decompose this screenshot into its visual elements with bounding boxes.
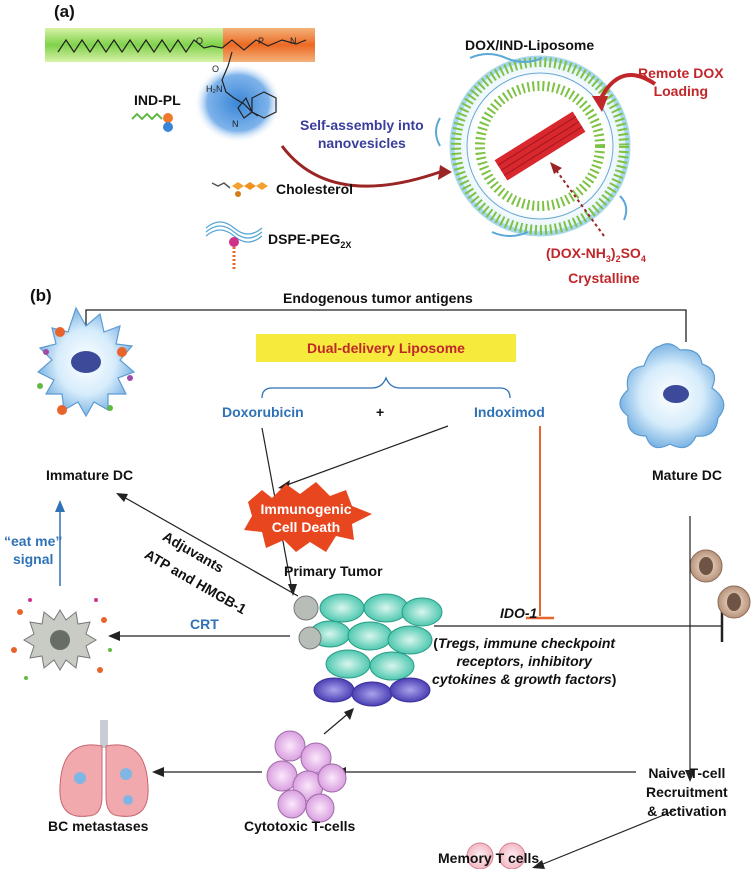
crystal-line2: Crystalline — [568, 269, 640, 286]
self-assembly-label: Self-assembly into nanovesicles — [300, 116, 424, 152]
naive-t-cell-label: Naive T-cell Recruitment & activation — [646, 764, 728, 821]
icd-line2: Cell Death — [271, 519, 341, 535]
crt-dc-icon — [11, 598, 112, 680]
endogenous-antigens-label: Endogenous tumor antigens — [283, 290, 473, 306]
mature-dc-icon — [619, 343, 725, 449]
doxorubicin-label: Doxorubicin — [222, 404, 304, 420]
eat-me-line1: “eat me” — [4, 533, 63, 549]
ind-pl-molecule: O O H₂N P N N — [45, 28, 315, 143]
naive-t-cell-icon — [689, 549, 751, 619]
icd-label: Immunogenic Cell Death — [258, 500, 354, 536]
remote-dox-label: Remote DOX Loading — [638, 64, 724, 100]
panel-b-graphics — [11, 306, 751, 869]
cholesterol-label: Cholesterol — [276, 181, 354, 197]
tregs-line1: Tregs, immune checkpoint — [437, 635, 616, 651]
self-assembly-line1: Self-assembly into — [300, 117, 424, 133]
remote-dox-line1: Remote DOX — [638, 65, 724, 81]
ind-pl-icon — [131, 112, 173, 132]
primary-tumor-icon — [293, 593, 443, 707]
mature-dc-label: Mature DC — [652, 467, 723, 483]
dspe-peg-icon — [205, 221, 263, 270]
eat-me-label: “eat me” signal — [4, 532, 62, 568]
naive-line1: Naive T-cell — [648, 765, 726, 781]
liposome-brace — [261, 376, 511, 399]
svg-text:O: O — [196, 36, 203, 46]
dspe-peg-text: DSPE-PEG — [268, 231, 341, 247]
indoximod-label: Indoximod — [474, 404, 545, 420]
tregs-line3: cytokines & growth factors — [432, 671, 612, 687]
svg-text:P: P — [258, 36, 264, 46]
liposome-icon — [435, 53, 631, 237]
plus-sign: + — [376, 404, 385, 420]
self-assembly-line2: nanovesicles — [317, 135, 406, 151]
crystalline-label: (DOX-NH3)2SO4 Crystalline — [546, 244, 646, 288]
liposome-title: DOX/IND-Liposome — [465, 37, 595, 53]
dspe-peg-subscript: 2X — [340, 239, 352, 250]
naive-line2: Recruitment — [646, 784, 728, 800]
naive-line3: & activation — [647, 803, 727, 819]
eat-me-line2: signal — [12, 551, 54, 567]
naive-to-memory-arrow — [537, 809, 677, 867]
tregs-label: (Tregs, immune checkpoint receptors, inh… — [432, 635, 617, 687]
remote-dox-line2: Loading — [653, 83, 708, 99]
cholesterol-icon — [211, 182, 268, 197]
dual-delivery-label: Dual-delivery Liposome — [307, 340, 465, 356]
ido1-label: IDO-1 — [500, 605, 538, 621]
ind-pl-label: IND-PL — [134, 92, 181, 108]
crystalline-arrow — [555, 169, 605, 237]
crt-label: CRT — [190, 616, 219, 632]
svg-text:H₂N: H₂N — [206, 84, 223, 94]
icd-line1: Immunogenic — [260, 501, 352, 517]
panel-b-tag: (b) — [30, 286, 52, 305]
dspe-peg-label: DSPE-PEG2X — [268, 231, 351, 250]
adjuvants-arrow — [121, 495, 299, 597]
cytotoxic-t-cells-icon — [266, 730, 347, 823]
panel-a-graphics: O O H₂N P N N — [45, 28, 657, 270]
memory-t-cells-label: Memory T cells — [438, 850, 540, 866]
immature-dc-icon — [36, 306, 136, 418]
panel-a-tag: (a) — [54, 2, 75, 21]
icd-burst — [244, 482, 372, 552]
indoximod-arrow — [283, 425, 449, 487]
cytotoxic-to-tumor-arrow — [323, 711, 351, 735]
tregs-line2: receptors, inhibitory — [456, 653, 592, 669]
dual-delivery-banner — [256, 334, 516, 362]
remote-dox-arrow — [598, 73, 657, 101]
lungs-icon — [59, 720, 149, 817]
svg-text:N: N — [232, 119, 239, 129]
memory-t-cells-icon — [466, 842, 526, 869]
primary-tumor-label: Primary Tumor — [284, 563, 383, 579]
svg-text:N: N — [290, 36, 297, 46]
bc-metastases-label: BC metastases — [48, 818, 149, 834]
crystal-formula: (DOX-NH3)2SO4 — [546, 245, 646, 264]
cytotoxic-label: Cytotoxic T-cells — [244, 818, 356, 834]
self-assembly-arrow — [280, 145, 441, 188]
svg-text:O: O — [212, 64, 219, 74]
immature-dc-label: Immature DC — [46, 467, 134, 483]
